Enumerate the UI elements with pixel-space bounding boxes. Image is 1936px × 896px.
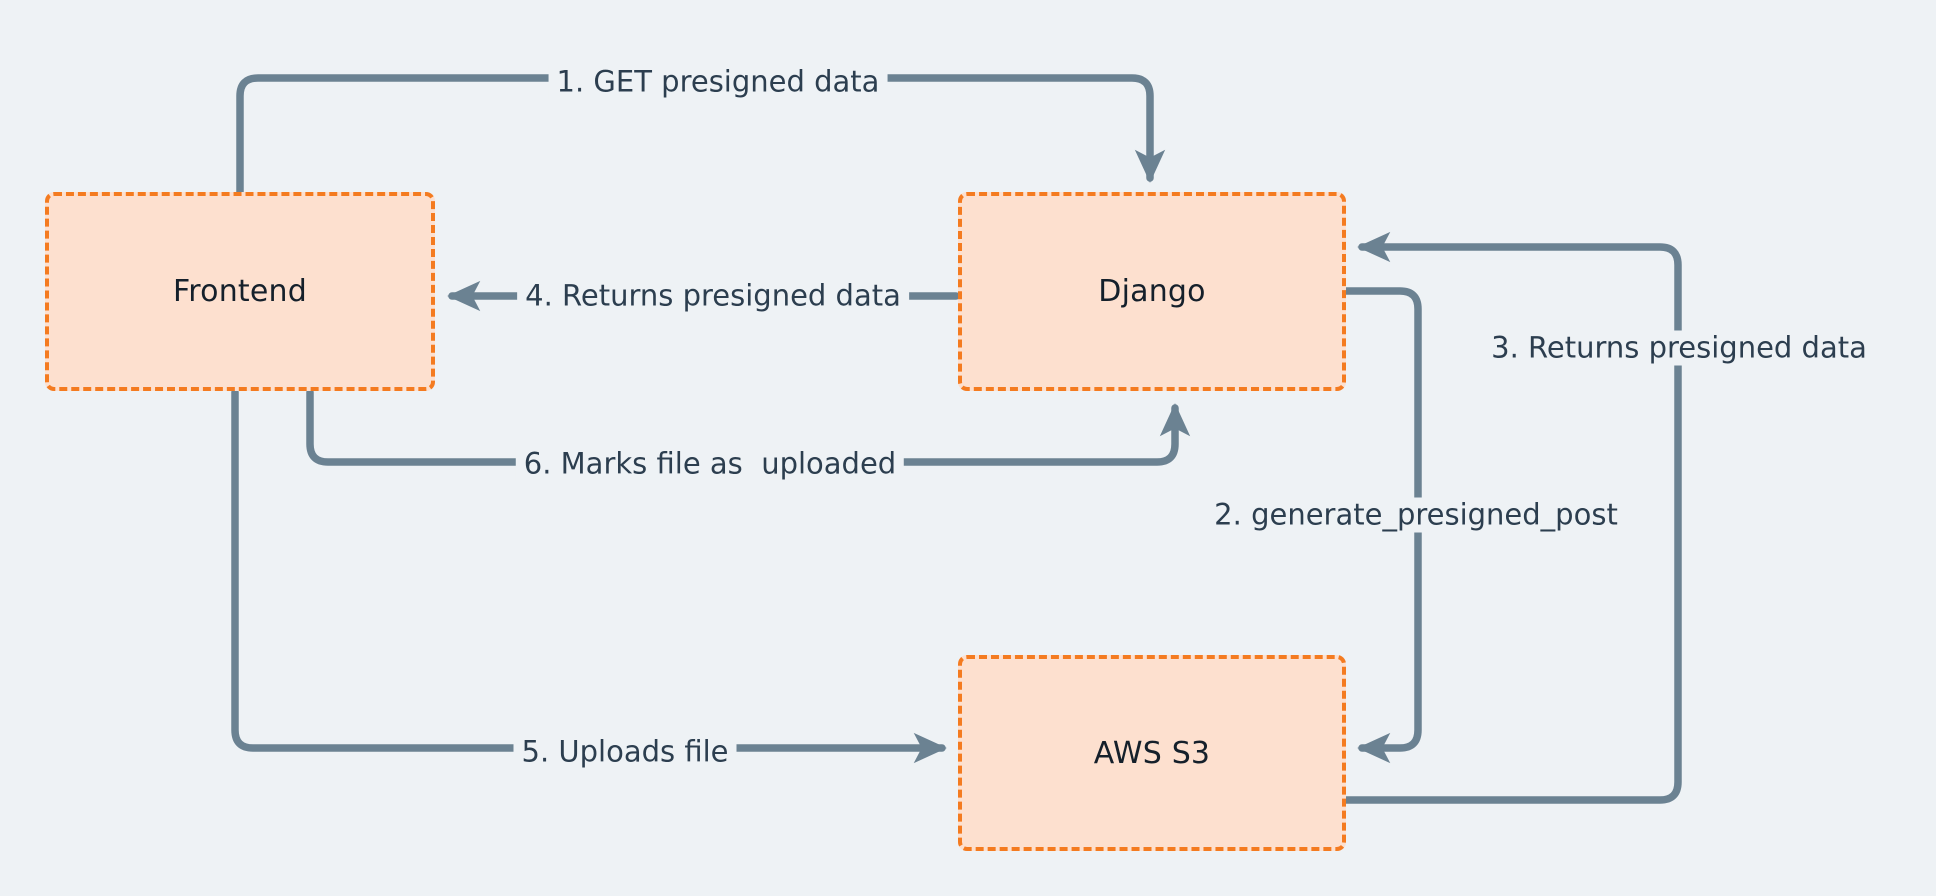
node-aws-s3-label: AWS S3 xyxy=(1093,735,1211,771)
edge-label-3-returns-presigned-data: 3. Returns presigned data xyxy=(1483,330,1875,366)
node-frontend[interactable]: Frontend xyxy=(45,192,435,391)
node-django[interactable]: Django xyxy=(958,192,1346,391)
edge-label-5-uploads-file: 5. Uploads file xyxy=(513,734,737,770)
node-frontend-label: Frontend xyxy=(173,274,307,309)
edge-label-4-returns-presigned-data: 4. Returns presigned data xyxy=(517,278,909,314)
edge-3-path xyxy=(1342,231,1682,804)
edge-label-6-marks-file-as-uploaded: 6. Marks file as uploaded xyxy=(515,446,905,482)
node-django-label: Django xyxy=(1098,274,1206,309)
node-aws-s3[interactable]: AWS S3 xyxy=(958,655,1346,851)
edge-label-1-get-presigned-data: 1. GET presigned data xyxy=(548,64,888,100)
edge-5-path xyxy=(231,388,947,764)
edge-label-2-generate-presigned-post: 2. generate_presigned_post xyxy=(1206,497,1626,533)
